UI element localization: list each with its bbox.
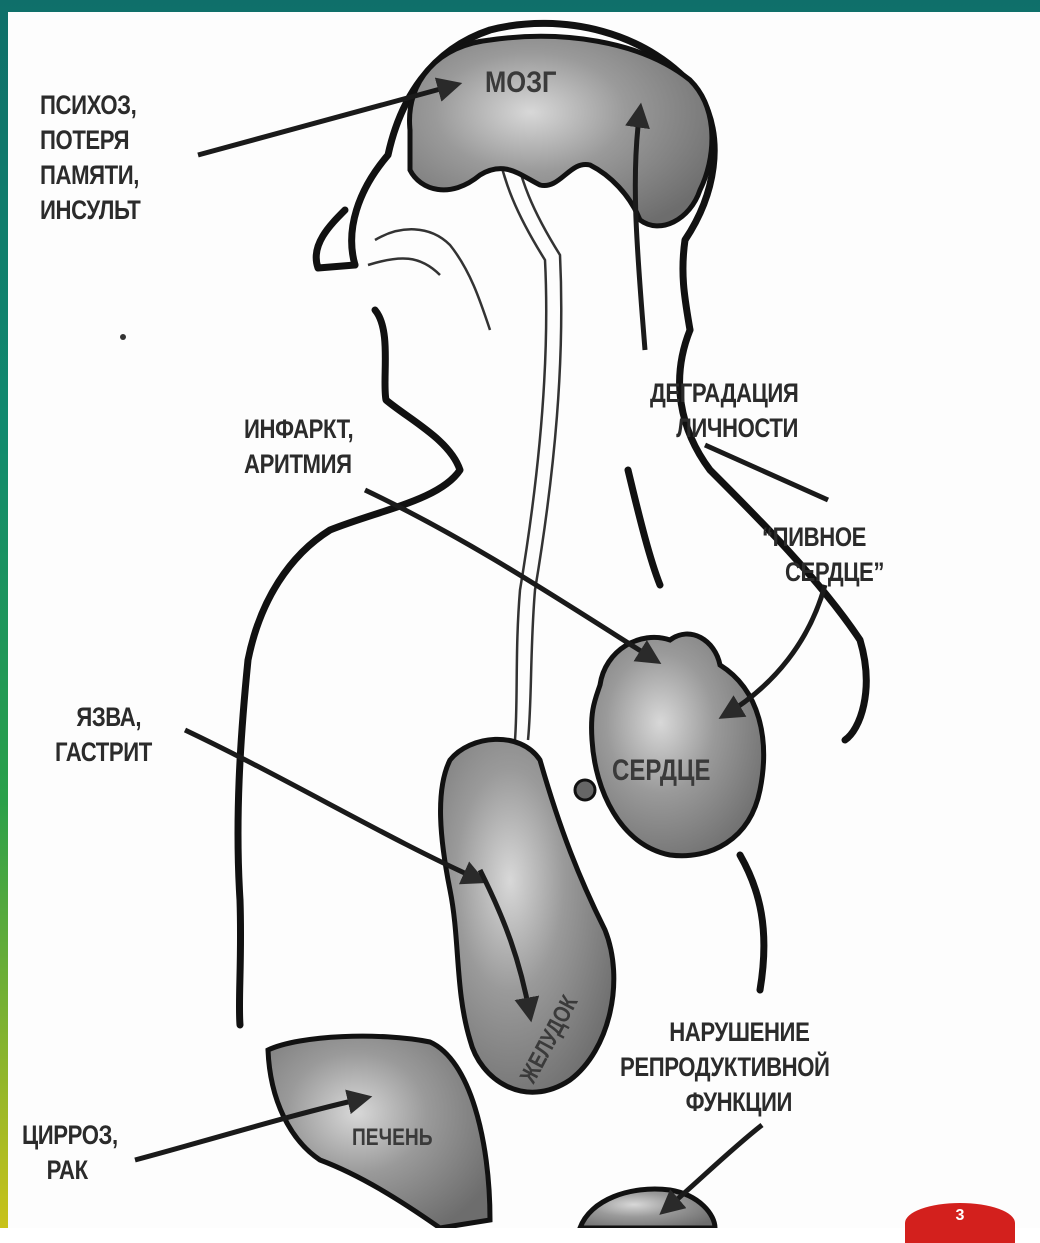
arrow-infarct: [365, 490, 655, 660]
label-brain-disease: ПСИХОЗ, ПОТЕРЯ ПАМЯТИ, ИНСУЛЬТ: [40, 88, 140, 228]
heart-vessel: [575, 780, 595, 800]
label-degradation: ДЕГРАДАЦИЯ ЛИЧНОСТИ: [650, 376, 798, 446]
brain-label: МОЗГ: [485, 66, 557, 100]
heart-label: СЕРДЦЕ: [612, 754, 710, 788]
reproductive-shape: [580, 1189, 715, 1228]
esophagus: [368, 118, 590, 740]
arrow-reproductive: [665, 1125, 762, 1210]
label-cirrhosis: ЦИРРОЗ, РАК: [22, 1118, 118, 1188]
speck: [120, 334, 126, 340]
liver-label: ПЕЧЕНЬ: [352, 1124, 433, 1152]
label-beer-heart: “ПИВНОЕ СЕРДЦЕ”: [762, 520, 884, 590]
label-reproductive: НАРУШЕНИЕ РЕПРОДУКТИВНОЙ ФУНКЦИИ: [620, 1015, 830, 1120]
brain-shape: [410, 36, 712, 225]
heart-shape: [592, 634, 764, 856]
label-infarct: ИНФАРКТ, АРИТМИЯ: [244, 412, 353, 482]
slide-number: 3: [905, 1207, 1015, 1225]
slide-number-badge[interactable]: 3: [905, 1203, 1015, 1243]
arrow-ulcer: [185, 730, 480, 880]
label-ulcer: ЯЗВА, ГАСТРИТ: [55, 700, 152, 770]
degradation-leader: [705, 445, 828, 500]
